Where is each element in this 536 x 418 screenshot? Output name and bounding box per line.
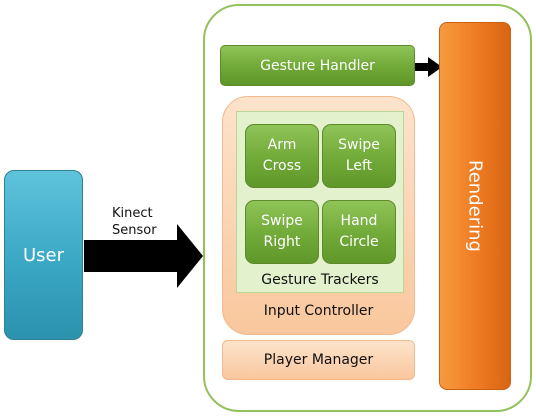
tracker-hand-circle-line1: Hand <box>340 213 378 229</box>
tracker-swipe-left-line1: Swipe <box>338 137 380 153</box>
tracker-hand-circle-line2: Circle <box>339 234 379 250</box>
tracker-swipe-right-line1: Swipe <box>261 213 303 229</box>
tracker-arm-cross-line1: Arm <box>267 137 297 153</box>
tracker-swipe-right-line2: Right <box>263 234 301 250</box>
handler-to-rendering-arrow <box>415 57 442 77</box>
player-manager-label: Player Manager <box>263 352 374 368</box>
kinect-sensor-label: Kinect Sensor <box>112 205 192 239</box>
rendering-box: Rendering <box>439 22 511 390</box>
kinect-sensor-arrow <box>84 224 203 288</box>
tracker-swipe-right: Swipe Right <box>245 200 319 264</box>
rendering-label: Rendering <box>464 160 486 252</box>
tracker-swipe-left: Swipe Left <box>322 124 396 188</box>
gesture-handler-box: Gesture Handler <box>220 45 415 86</box>
input-controller-label: Input Controller <box>263 303 374 319</box>
gesture-trackers-label: Gesture Trackers <box>261 272 379 288</box>
tracker-swipe-left-line2: Left <box>345 158 373 174</box>
tracker-arm-cross-line2: Cross <box>262 158 302 174</box>
kinect-sensor-label-line1: Kinect <box>112 206 153 221</box>
user-label: User <box>22 244 65 266</box>
user-box: User <box>4 170 83 340</box>
gesture-handler-label: Gesture Handler <box>260 57 375 74</box>
kinect-sensor-label-line2: Sensor <box>112 223 157 238</box>
tracker-arm-cross: Arm Cross <box>245 124 319 188</box>
tracker-hand-circle: Hand Circle <box>322 200 396 264</box>
player-manager-box: Player Manager <box>222 340 415 380</box>
